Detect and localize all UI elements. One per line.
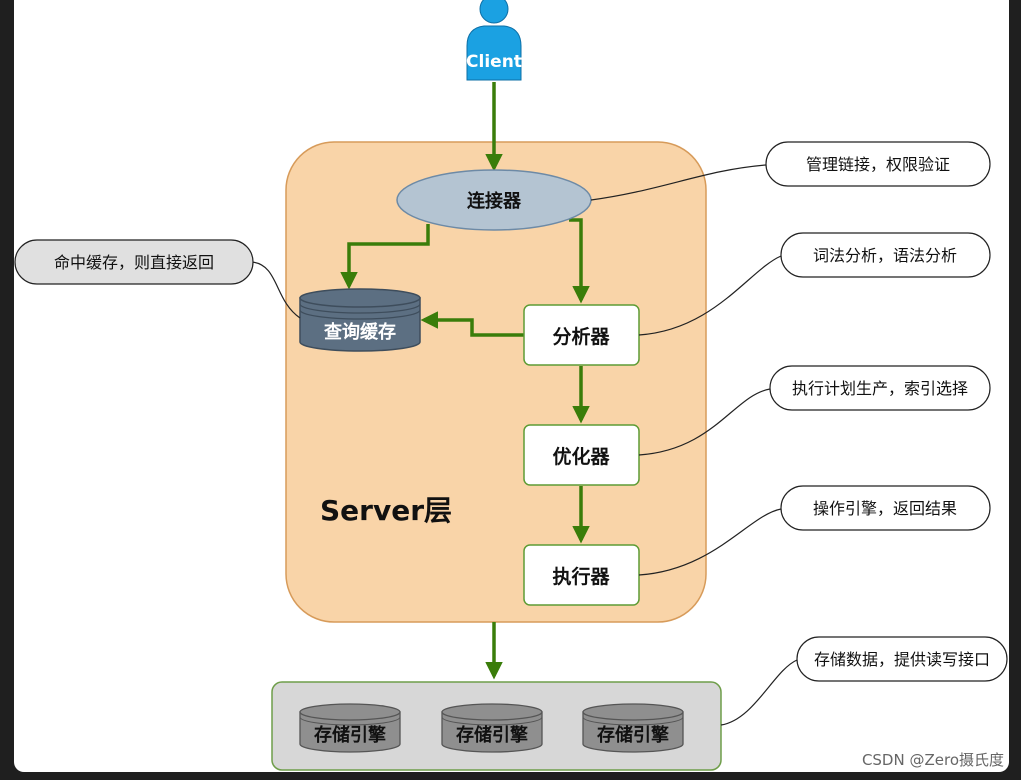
note-link-analyzer [638, 255, 782, 336]
note-storage-box [796, 636, 1008, 682]
storage-engine-label: 存储引擎 [314, 724, 386, 746]
arrow-analyzer-to-cache [420, 311, 524, 337]
analyzer-label: 分析器 [552, 325, 610, 348]
executor-label: 执行器 [552, 565, 610, 588]
storage-engine-label: 存储引擎 [456, 724, 528, 746]
note-connector-box [765, 141, 991, 187]
note-cache-box [14, 239, 254, 285]
note-link-optimizer [638, 388, 771, 456]
arrow-connector-to-analyzer [569, 218, 590, 304]
note-optimizer-box [769, 365, 991, 411]
note-link-connector [590, 164, 767, 201]
note-analyzer-text: 词法分析，语法分析 [813, 246, 957, 265]
storage-engine-3: 存储引擎 [582, 703, 684, 753]
client-label: Client [466, 52, 522, 72]
note-link-cache [251, 261, 301, 319]
storage-engine-2: 存储引擎 [441, 703, 543, 753]
note-link-executor [638, 508, 782, 576]
client-body-icon [466, 25, 522, 81]
note-analyzer-box [780, 232, 991, 278]
note-link-storage [720, 659, 798, 726]
client-actor: Client [466, 0, 522, 81]
diagram-canvas: Server层 Client 连接器 查询缓存 分析器 优化器 执行器 存 [14, 0, 1009, 772]
note-cache-text: 命中缓存，则直接返回 [54, 253, 214, 272]
connector-label: 连接器 [467, 190, 522, 212]
note-executor-text: 操作引擎，返回结果 [813, 499, 957, 518]
query-cache-label: 查询缓存 [324, 321, 396, 343]
server-layer-label: Server层 [320, 494, 452, 527]
client-head-icon [479, 0, 509, 24]
note-optimizer-text: 执行计划生产，索引选择 [792, 379, 968, 398]
arrow-connector-to-cache [340, 224, 430, 290]
note-connector-text: 管理链接，权限验证 [806, 155, 950, 174]
storage-engine-label: 存储引擎 [597, 724, 669, 746]
server-layer-box [285, 141, 707, 623]
storage-engine-1: 存储引擎 [299, 703, 401, 753]
query-cache-node: 查询缓存 [299, 288, 421, 352]
note-storage-text: 存储数据，提供读写接口 [814, 650, 990, 669]
watermark: CSDN @Zero摄氏度 [862, 751, 1004, 769]
optimizer-label: 优化器 [552, 445, 610, 468]
note-executor-box [780, 485, 991, 531]
